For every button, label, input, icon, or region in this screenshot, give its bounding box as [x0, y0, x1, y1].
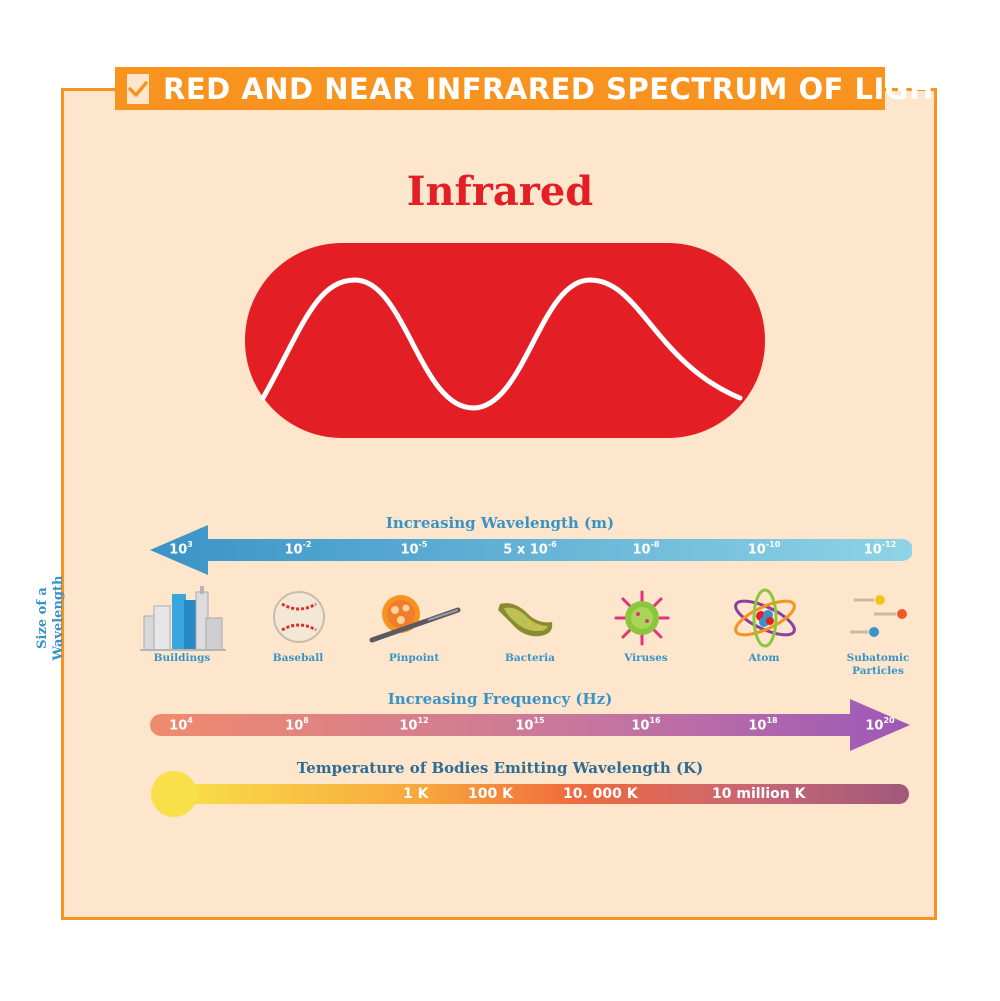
- side-label: Size of a Wavelength: [35, 575, 66, 661]
- header-banner: RED AND NEAR INFRARED SPECTRUM OF LIGHT: [115, 67, 954, 110]
- checkmark-icon: [127, 73, 149, 104]
- wavelength-tick: 10-10: [747, 540, 781, 558]
- item-label: Atom: [748, 652, 780, 664]
- item-label: Viruses: [624, 652, 668, 664]
- item-label: Pinpoint: [388, 652, 440, 664]
- frequency-tick: 108: [285, 716, 309, 734]
- bacteria-icon: [498, 603, 553, 637]
- baseball-icon: [273, 591, 325, 643]
- wavelength-label: Increasing Wavelength (m): [385, 514, 615, 532]
- temperature-bar: [151, 771, 909, 817]
- temperature-tick: 1 K: [403, 786, 429, 802]
- frequency-tick: 1016: [631, 716, 661, 734]
- header-title: RED AND NEAR INFRARED SPECTRUM OF LIGHT: [163, 71, 955, 106]
- subatomic-particles-icon: [850, 595, 907, 637]
- wavelength-tick: 10-8: [632, 540, 660, 558]
- wavelength-tick: 10-2: [284, 540, 312, 558]
- frequency-tick: 1012: [399, 716, 429, 734]
- wave-pill: [245, 243, 765, 438]
- temperature-tick: 10. 000 K: [563, 786, 638, 802]
- virus-icon: [614, 590, 670, 646]
- item-label: Baseball: [272, 652, 324, 664]
- frequency-label: Increasing Frequency (Hz): [387, 690, 613, 708]
- temperature-label: Temperature of Bodies Emitting Wavelengt…: [296, 759, 704, 777]
- wavelength-tick: 5 x 10-6: [503, 540, 557, 558]
- pinpoint-icon: [369, 595, 461, 643]
- main-title: Infrared: [406, 168, 594, 215]
- item-label: Subatomic Particles: [846, 652, 910, 677]
- frequency-arrow: [150, 699, 910, 751]
- frequency-tick: 1015: [515, 716, 545, 734]
- frequency-tick: 1018: [748, 716, 778, 734]
- item-label: Buildings: [153, 652, 211, 664]
- temperature-tick: 10 million K: [712, 786, 806, 802]
- atom-icon: [734, 588, 796, 648]
- buildings-icon: [140, 586, 226, 651]
- frequency-tick: 1020: [865, 716, 895, 734]
- infrared-wave-graphic: [245, 243, 765, 438]
- wavelength-tick: 103: [169, 540, 193, 558]
- frequency-tick: 104: [169, 716, 193, 734]
- sine-wave: [260, 277, 743, 411]
- wavelength-tick: 10-5: [400, 540, 428, 558]
- temperature-tick: 100 K: [468, 786, 513, 802]
- wavelength-arrow: [150, 525, 912, 575]
- item-label: Bacteria: [505, 652, 555, 664]
- wavelength-tick: 10-12: [863, 540, 897, 558]
- infographic-frame: [61, 88, 937, 920]
